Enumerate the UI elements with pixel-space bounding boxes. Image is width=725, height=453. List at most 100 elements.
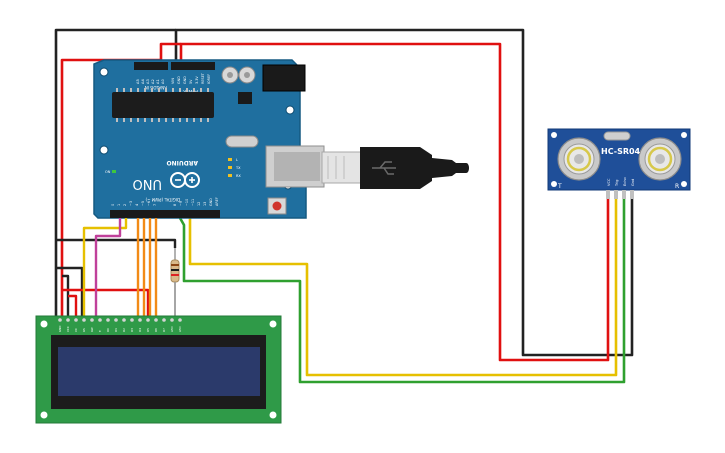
arduino-uno-board: A5 A4 A3 A2 A1 A0 ANALOG IN VIN GND GND …	[93, 59, 325, 219]
microcontroller-chip	[112, 92, 214, 118]
wire-yellow-trig	[188, 198, 618, 377]
sensor-pin-labels: VCC Trig Echo Gnd	[607, 177, 635, 187]
digital-pin-label: ~6	[147, 201, 151, 206]
digital-pin-label: 7	[153, 204, 157, 206]
transmitter-transducer	[557, 137, 601, 181]
mount-hole	[99, 67, 109, 77]
lcd-pin-label: D3	[130, 328, 134, 332]
mount-hole	[681, 132, 687, 138]
usb-cable-strain	[432, 158, 469, 178]
wire-group-short	[56, 218, 177, 318]
power-pin-label: 5V	[189, 79, 193, 84]
digital-pin-label: 0	[111, 204, 115, 206]
receiver-transducer	[638, 137, 682, 181]
voltage-regulator	[238, 92, 252, 104]
digital-pin-label: ~10	[185, 199, 189, 206]
led-label: TX	[235, 166, 241, 170]
power-pin-label: 3.3V	[195, 76, 199, 84]
digital-pin-label: ~11	[191, 199, 195, 206]
digital-pin-label: GND	[209, 198, 213, 206]
sensor-transmit-mark: T	[557, 183, 562, 190]
wire-red-lcd-1	[62, 288, 150, 318]
lcd-pin-label: LED	[170, 327, 174, 332]
wire-black-lcd-3	[62, 274, 70, 318]
usb-cable	[321, 147, 469, 189]
wire-green-echo	[178, 198, 626, 384]
analog-pin-label: A4	[141, 79, 145, 84]
hc-sr04-sensor: HC-SR04 T R VCC Trig Echo Gnd	[547, 128, 691, 199]
analog-header	[134, 62, 168, 70]
digital-header-2	[172, 210, 220, 218]
lcd-pin-label: D2	[122, 328, 126, 332]
status-leds: L TX RX ON	[105, 158, 241, 178]
digital-pin-label: ~3	[129, 201, 133, 206]
lcd-pin-label: D7	[162, 328, 166, 332]
lcd-pin-label: V0	[74, 328, 78, 332]
power-pin-label: GND	[177, 76, 181, 84]
board-brand: ARDUINO	[167, 159, 198, 166]
led-label: L	[236, 158, 238, 162]
wire-black-lcd-2	[56, 266, 84, 318]
mount-hole	[40, 320, 48, 328]
lcd-display: GND VCC V0 RS RW E D0 D1 D2 D3 D4 D5 D6 …	[35, 315, 282, 424]
power-pin-label: GND	[183, 76, 187, 84]
power-pin-label: VIN	[171, 78, 175, 84]
led-label: ON	[105, 170, 111, 174]
wire-yellow-lcd	[82, 218, 128, 318]
mount-hole	[40, 411, 48, 419]
power-pin-label: RESET	[201, 72, 205, 84]
digital-pin-labels: 0 1 2 ~3 4 ~5 ~6 7 8 ~9 ~10 ~11 12 13 GN…	[111, 197, 219, 206]
usb-plug-metal	[321, 151, 363, 184]
digital-header	[110, 210, 206, 218]
lcd-pin-label: VCC	[66, 326, 70, 332]
wire-red-sensor-vcc	[179, 42, 610, 362]
digital-label: DIGITAL (PWM ~)	[145, 197, 180, 202]
analog-pin-label: A1	[156, 79, 160, 84]
digital-pin-label: 12	[197, 202, 201, 206]
chip-pins	[116, 88, 209, 122]
lcd-pins	[58, 318, 182, 322]
power-pin-label: IOREF	[207, 74, 211, 84]
sensor-pin-label: Echo	[623, 177, 627, 186]
lcd-pin-labels: GND VCC V0 RS RW E D0 D1 D2 D3 D4 D5 D6 …	[58, 326, 182, 332]
led-rx	[228, 174, 232, 177]
led-label: RX	[236, 174, 241, 178]
wire-black-sensor-gnd	[174, 28, 634, 357]
digital-pin-label: 13	[203, 202, 207, 206]
lcd-pin-label: D6	[154, 328, 158, 332]
usb-icon	[372, 161, 396, 175]
wire-group-long	[54, 28, 634, 384]
led-on	[112, 170, 116, 173]
dc-power-jack	[262, 64, 306, 92]
power-label: POWER	[183, 89, 198, 94]
lcd-pin-label: D1	[114, 328, 118, 332]
lcd-pin-label: D5	[146, 328, 150, 332]
analog-pin-label: A5	[136, 79, 140, 84]
lcd-pin-label: D0	[106, 328, 110, 332]
mount-hole	[269, 411, 277, 419]
sensor-crystal	[603, 131, 631, 141]
arduino-logo-icon	[170, 172, 200, 188]
digital-pin-label: 4	[135, 204, 139, 206]
analog-in-label: ANALOG IN	[145, 85, 167, 90]
digital-pin-label: 8	[173, 204, 177, 206]
sensor-pin-label: Gnd	[631, 179, 635, 186]
digital-pin-label: 2	[123, 204, 127, 206]
analog-pin-label: A2	[151, 79, 155, 84]
lcd-pin-label: D4	[138, 328, 142, 332]
wire-magenta-lcd	[94, 218, 122, 318]
mount-hole	[681, 181, 687, 187]
led-tx	[228, 166, 232, 169]
mount-hole	[269, 320, 277, 328]
power-pin-labels: VIN GND GND 5V 3.3V RESET IOREF	[171, 72, 211, 84]
digital-pin-label: 1	[117, 204, 121, 206]
analog-pin-label: A3	[146, 79, 150, 84]
mount-hole	[551, 181, 557, 187]
wire-black-top-left	[54, 28, 176, 318]
lcd-pin-label: LED	[178, 327, 182, 332]
sensor-pin-label: Trig	[615, 180, 619, 187]
lcd-pin-label: RW	[90, 327, 94, 332]
wire-red-lcd-2	[68, 294, 78, 318]
power-header	[171, 62, 215, 70]
